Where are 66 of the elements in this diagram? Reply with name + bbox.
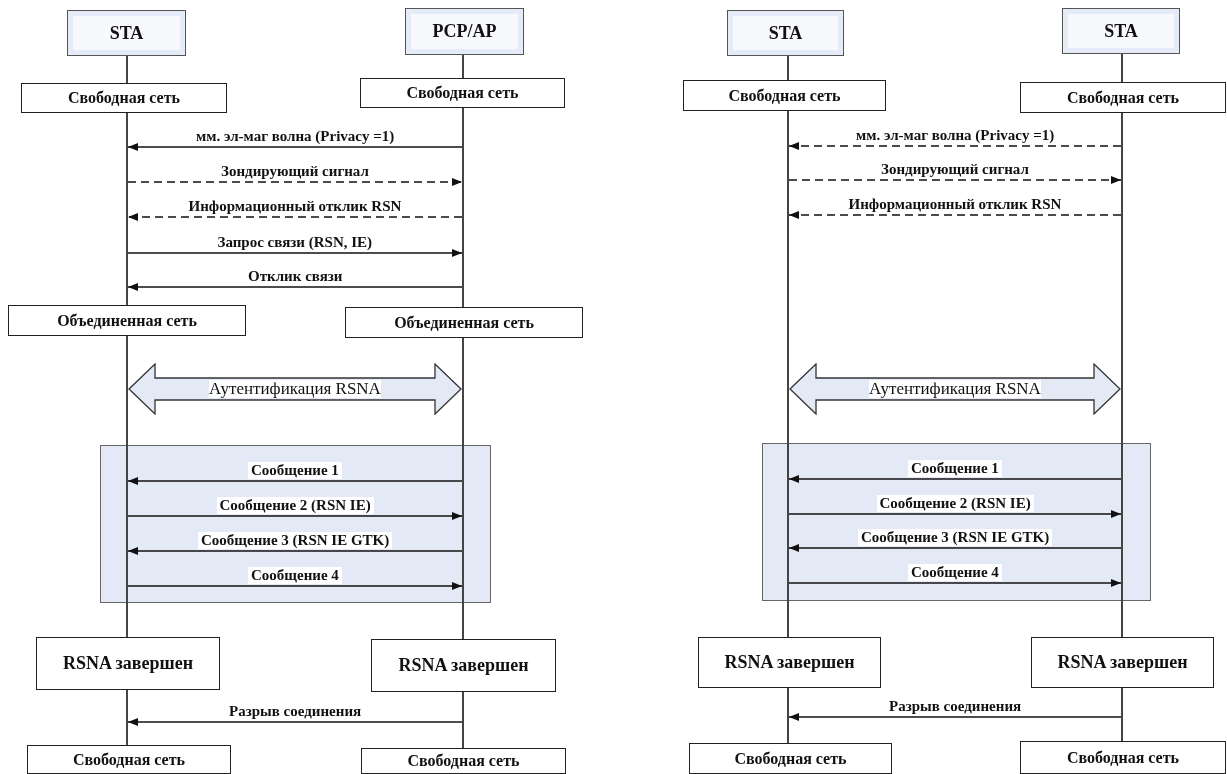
arrow-label: Аутентификация RSNA xyxy=(209,380,381,398)
arrow-label: Аутентификация RSNA xyxy=(869,380,1041,398)
state-box: Свободная сеть xyxy=(689,743,892,774)
double-arrow-shape xyxy=(128,363,462,415)
message-arrow xyxy=(788,142,1122,150)
lifeline xyxy=(1121,688,1123,741)
message-arrow xyxy=(788,544,1122,552)
double-arrow-shape xyxy=(789,363,1121,415)
lifeline xyxy=(126,690,128,745)
edge-label: Информационный отклик RSN xyxy=(185,198,405,215)
edge-label: Сообщение 4 xyxy=(248,567,342,584)
message-arrow xyxy=(127,547,463,555)
state-box: RSNA завершен xyxy=(371,639,556,692)
message-arrow xyxy=(127,512,463,520)
message-arrow xyxy=(788,713,1122,721)
lifeline xyxy=(126,56,128,83)
message-arrow xyxy=(127,582,463,590)
edge-label: Информационный отклик RSN xyxy=(845,196,1065,213)
message-arrow xyxy=(127,477,463,485)
lifeline xyxy=(126,336,128,637)
state-box: Свободная сеть xyxy=(683,80,886,111)
edge-label: Сообщение 4 xyxy=(908,564,1002,581)
edge-label: Сообщение 2 (RSN IE) xyxy=(876,495,1034,512)
message-arrow xyxy=(788,176,1122,184)
message-arrow xyxy=(127,283,463,291)
state-box: Свободная сеть xyxy=(1020,741,1226,774)
state-box: Объединенная сеть xyxy=(8,305,246,336)
state-box: RSNA завершен xyxy=(698,637,881,688)
state-box: Свободная сеть xyxy=(1020,82,1226,113)
message-arrow xyxy=(127,249,463,257)
edge-label: Сообщение 3 (RSN IE GTK) xyxy=(858,529,1053,546)
edge-label: Сообщение 1 xyxy=(248,462,342,479)
lifeline xyxy=(462,55,464,78)
lifeline xyxy=(787,111,789,637)
message-arrow xyxy=(788,579,1122,587)
state-box: Свободная сеть xyxy=(27,745,231,774)
state-box: RSNA завершен xyxy=(36,637,220,690)
edge-label: Зондирующий сигнал xyxy=(878,161,1032,178)
lifeline xyxy=(787,56,789,80)
edge-label: Сообщение 2 (RSN IE) xyxy=(216,497,374,514)
state-box: Объединенная сеть xyxy=(345,307,583,338)
lifeline xyxy=(1121,113,1123,637)
participant-box: STA xyxy=(727,10,844,56)
message-arrow xyxy=(788,510,1122,518)
edge-label: Сообщение 1 xyxy=(908,460,1002,477)
message-arrow xyxy=(788,475,1122,483)
state-box: Свободная сеть xyxy=(361,748,566,774)
lifeline xyxy=(126,113,128,305)
edge-label: Сообщение 3 (RSN IE GTK) xyxy=(198,532,393,549)
state-box: Свободная сеть xyxy=(21,83,227,113)
lifeline xyxy=(462,108,464,307)
participant-box: PCP/AP xyxy=(405,8,524,55)
message-arrow xyxy=(127,178,463,186)
lifeline xyxy=(1121,54,1123,82)
participant-box: STA xyxy=(67,10,186,56)
lifeline xyxy=(462,338,464,639)
edge-label: Зондирующий сигнал xyxy=(218,163,372,180)
lifeline xyxy=(462,692,464,748)
lifeline xyxy=(787,688,789,743)
participant-box: STA xyxy=(1062,8,1180,54)
state-box: Свободная сеть xyxy=(360,78,565,108)
message-arrow xyxy=(127,718,463,726)
message-arrow xyxy=(127,213,463,221)
message-arrow xyxy=(127,143,463,151)
message-arrow xyxy=(788,211,1122,219)
state-box: RSNA завершен xyxy=(1031,637,1214,688)
